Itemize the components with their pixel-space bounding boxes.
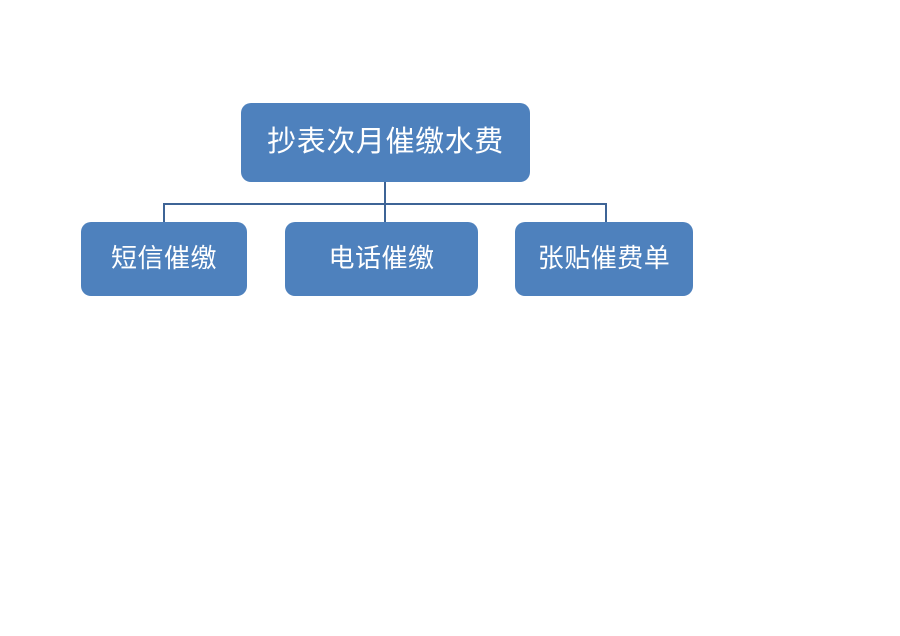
node-child-1[interactable]: 短信催缴 [81,222,247,296]
node-child-2-label: 电话催缴 [328,244,435,273]
node-child-3[interactable]: 张贴催费单 [515,222,693,296]
node-child-2[interactable]: 电话催缴 [285,222,478,296]
node-child-1-label: 短信催缴 [110,244,218,273]
node-root-label: 抄表次月催缴水费 [267,126,504,158]
node-root[interactable]: 抄表次月催缴水费 [241,103,530,182]
node-child-3-label: 张贴催费单 [537,244,671,273]
